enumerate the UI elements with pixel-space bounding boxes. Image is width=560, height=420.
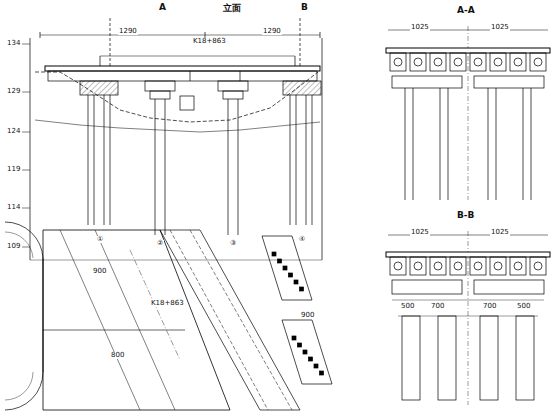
- girder-void: [534, 58, 542, 66]
- section-b-b: [386, 231, 550, 405]
- drawing-label: 1290: [118, 28, 138, 35]
- drawing-label: 109: [6, 243, 21, 250]
- girder-section: [410, 53, 426, 71]
- girder-void: [414, 58, 422, 66]
- girder-section: [410, 257, 426, 275]
- girder-section: [430, 53, 446, 71]
- drawing-label: 1025: [490, 24, 510, 31]
- girder-section: [470, 257, 486, 275]
- girder-section: [450, 53, 466, 71]
- girder-void: [494, 58, 502, 66]
- bearing-mark: [289, 273, 293, 277]
- drawing-label: A: [158, 3, 167, 12]
- girder-void: [454, 262, 462, 270]
- drawing-label: 500: [516, 303, 531, 310]
- drawing-label: ④: [298, 236, 306, 243]
- girder-section: [390, 257, 406, 275]
- girder-section: [490, 257, 506, 275]
- bearing-mark: [298, 343, 302, 347]
- bearing-mark: [294, 280, 298, 284]
- drawing-label: B: [300, 3, 309, 12]
- section-a-a: [386, 26, 550, 200]
- girder-section: [390, 53, 406, 71]
- drawing-label: 124: [6, 128, 21, 135]
- drawing-label: K18+863: [150, 300, 185, 307]
- bearing-mark: [300, 287, 304, 291]
- drawing-label: 900: [92, 268, 107, 275]
- girder-void: [454, 58, 462, 66]
- bearing-mark: [283, 266, 287, 270]
- girder-void: [514, 262, 522, 270]
- girder-void: [434, 58, 442, 66]
- girder-section: [510, 257, 526, 275]
- girder-void: [474, 58, 482, 66]
- drawing-label: 900: [300, 312, 315, 319]
- girder-section: [490, 53, 506, 71]
- girder-section: [470, 53, 486, 71]
- drawing-label: A-A: [456, 6, 476, 15]
- girder-void: [514, 58, 522, 66]
- drawing-label: 129: [6, 88, 21, 95]
- elevation-view: [22, 18, 322, 260]
- drawing-label: ③: [229, 240, 237, 247]
- drawing-label: 700: [482, 303, 497, 310]
- bearing-mark: [320, 371, 324, 375]
- bearing-mark: [278, 259, 282, 263]
- drawing-label: 114: [6, 204, 21, 211]
- girder-void: [394, 262, 402, 270]
- drawing-label: ①: [96, 236, 104, 243]
- drawing-label: ②: [156, 240, 164, 247]
- girder-section: [510, 53, 526, 71]
- drawing-label: B-B: [456, 211, 475, 220]
- bearing-mark: [303, 350, 307, 354]
- drawing-label: 立面: [222, 4, 242, 13]
- girder-void: [434, 262, 442, 270]
- bearing-mark: [272, 252, 276, 256]
- drawing-label: 1025: [490, 229, 510, 236]
- bearing-mark: [309, 357, 313, 361]
- drawing-label: 134: [6, 40, 21, 47]
- girder-section: [530, 257, 546, 275]
- girder-void: [474, 262, 482, 270]
- drawing-label: 119: [6, 166, 21, 173]
- girder-void: [494, 262, 502, 270]
- drawing-label: 1025: [410, 24, 430, 31]
- drawing-label: 500: [400, 303, 415, 310]
- girder-section: [430, 257, 446, 275]
- girder-section: [450, 257, 466, 275]
- drawing-label: K18+863: [192, 38, 227, 45]
- girder-void: [414, 262, 422, 270]
- plan-view: [5, 222, 332, 410]
- girder-void: [534, 262, 542, 270]
- drawing-label: 700: [430, 303, 445, 310]
- drawing-label: 800: [110, 352, 125, 359]
- girder-void: [394, 58, 402, 66]
- bearing-mark: [314, 364, 318, 368]
- drawing-label: 1290: [262, 28, 282, 35]
- girder-section: [530, 53, 546, 71]
- bearing-mark: [292, 336, 296, 340]
- drawing-label: 1025: [410, 229, 430, 236]
